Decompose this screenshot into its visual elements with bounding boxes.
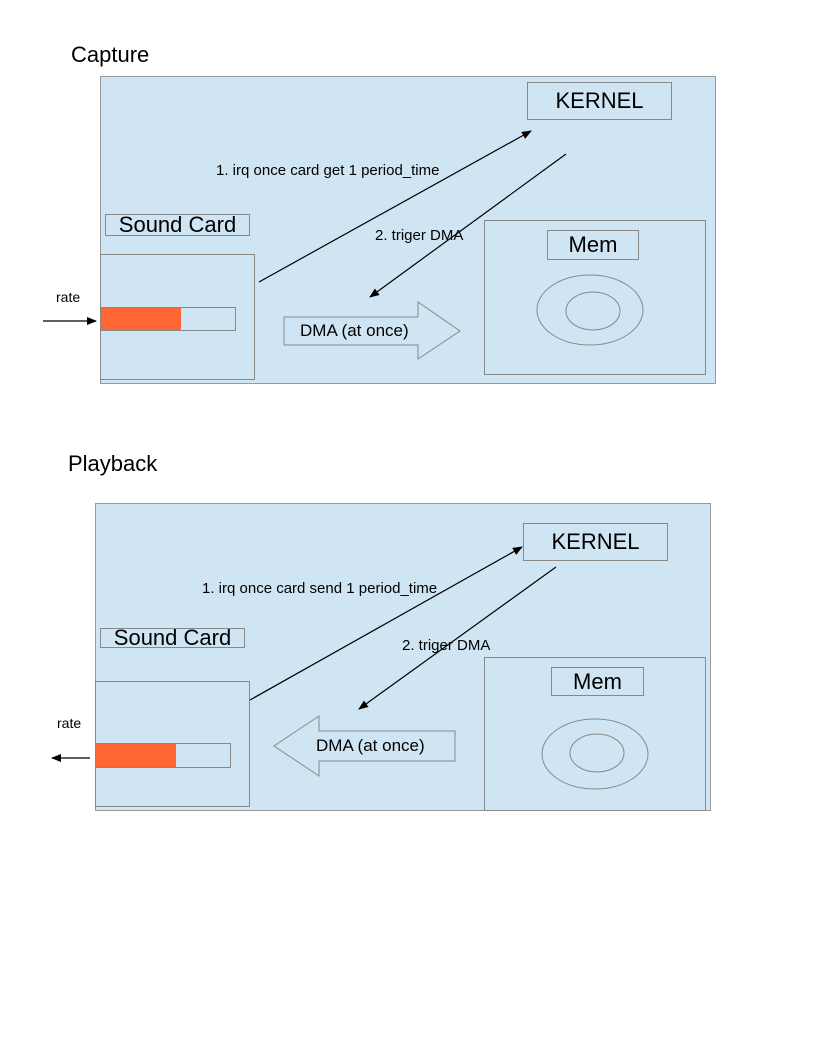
playback-kernel-box: KERNEL <box>523 523 668 561</box>
playback-rate-label: rate <box>57 715 82 731</box>
capture-dma-label: DMA (at once) <box>300 321 409 340</box>
capture-dma-block-arrow <box>283 301 461 360</box>
capture-dma-trigger-label: 2. triger DMA <box>375 227 464 244</box>
capture-sound-card-label: Sound Card <box>105 212 250 237</box>
playback-buffer-bar <box>95 743 231 768</box>
playback-sound-card-label: Sound Card <box>100 625 245 650</box>
playback-title: Playback <box>68 451 158 476</box>
capture-rate-label: rate <box>56 289 81 305</box>
playback-dma-block-arrow <box>273 715 456 777</box>
capture-title: Capture <box>71 42 150 67</box>
playback-disk-outer-icon <box>541 718 649 790</box>
capture-mem-box <box>484 220 706 375</box>
capture-irq-arrow <box>258 130 532 283</box>
playback-dma-label: DMA (at once) <box>316 736 425 755</box>
playback-disk-inner-icon <box>569 733 625 773</box>
capture-buffer-bar <box>100 307 236 331</box>
playback-mem-label: Mem <box>551 667 644 696</box>
capture-mem-label: Mem <box>547 230 639 260</box>
capture-disk-outer-icon <box>536 274 644 346</box>
playback-mem-box <box>484 657 706 811</box>
playback-dma-trigger-arrow <box>358 566 557 710</box>
playback-irq-label: 1. irq once card send 1 period_time <box>202 580 438 597</box>
capture-buffer-fill <box>101 308 182 330</box>
capture-kernel-box: KERNEL <box>527 82 672 120</box>
capture-dma-trigger-arrow <box>369 153 567 298</box>
capture-disk-inner-icon <box>565 291 621 331</box>
playback-buffer-fill <box>96 744 177 767</box>
capture-irq-label: 1. irq once card get 1 period_time <box>216 162 440 179</box>
playback-irq-arrow <box>249 546 523 701</box>
